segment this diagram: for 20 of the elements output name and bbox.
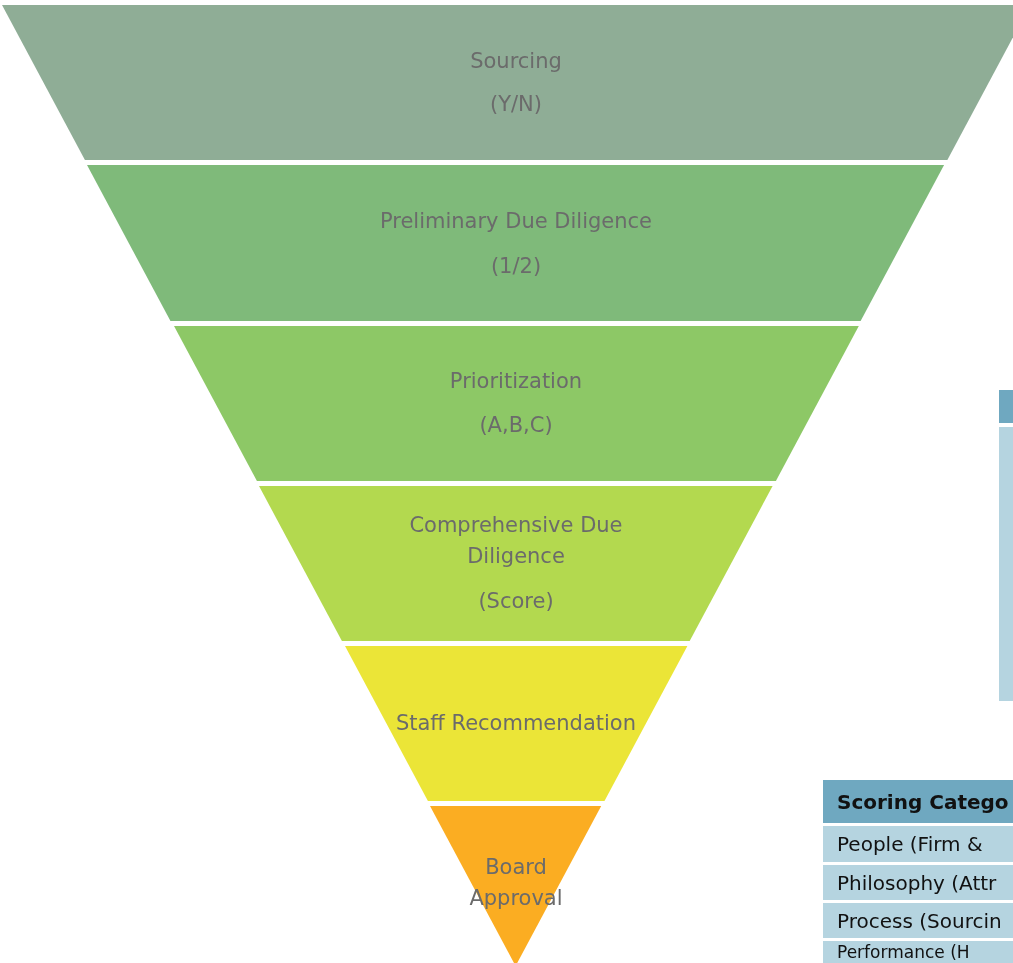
table-cell: Performance (H <box>823 941 1013 963</box>
stage-criteria: (A,B,C) <box>479 411 553 439</box>
table-cell: People (Firm & <box>823 826 1013 862</box>
stage-criteria: (Score) <box>478 587 554 615</box>
funnel-stage <box>430 806 602 963</box>
stage-title: Prioritization <box>449 367 583 395</box>
stage-criteria: (Y/N) <box>490 90 542 118</box>
stage-title: Sourcing <box>470 47 562 75</box>
stage-criteria: (1/2) <box>490 252 542 280</box>
funnel-stage <box>173 326 859 481</box>
table-cell: Philosophy (Attr <box>823 865 1013 900</box>
funnel-stage <box>344 646 688 801</box>
table-cell: Process (Sourcin <box>823 903 1013 938</box>
stage-title: Staff Recommendation <box>394 709 638 737</box>
funnel-stage <box>259 486 773 641</box>
stage-title: Comprehensive Due Diligence <box>408 512 624 570</box>
stage-title: Preliminary Due Diligence <box>379 207 652 235</box>
table-header-cell: Scoring Catego <box>823 780 1013 823</box>
funnel-stage <box>1 5 1013 160</box>
funnel-stage <box>87 165 945 321</box>
